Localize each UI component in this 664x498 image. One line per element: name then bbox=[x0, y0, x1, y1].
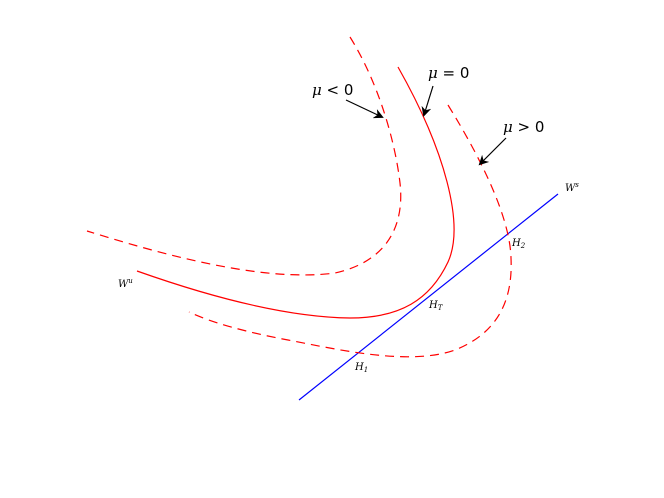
stable-manifold-line bbox=[298, 193, 559, 401]
arrow-mu-negative bbox=[345, 99, 384, 119]
label-ht: HT bbox=[428, 300, 444, 312]
unstable-manifold-mu-zero-curve bbox=[136, 66, 455, 319]
label-unstable-manifold: Wu bbox=[118, 277, 133, 290]
label-h1: H1 bbox=[354, 362, 368, 374]
unstable-manifold-mu-negative-curve bbox=[86, 36, 402, 276]
unstable-manifold-mu-positive-curve bbox=[188, 104, 512, 358]
arrow-mu-positive bbox=[478, 137, 507, 166]
label-mu-zero: μ = 0 bbox=[428, 64, 469, 82]
label-stable-manifold: Ws bbox=[565, 181, 579, 194]
label-mu-positive: μ > 0 bbox=[503, 118, 544, 136]
arrow-mu-zero bbox=[421, 85, 434, 117]
label-mu-negative: μ < 0 bbox=[312, 81, 353, 99]
label-h2: H2 bbox=[511, 238, 526, 250]
